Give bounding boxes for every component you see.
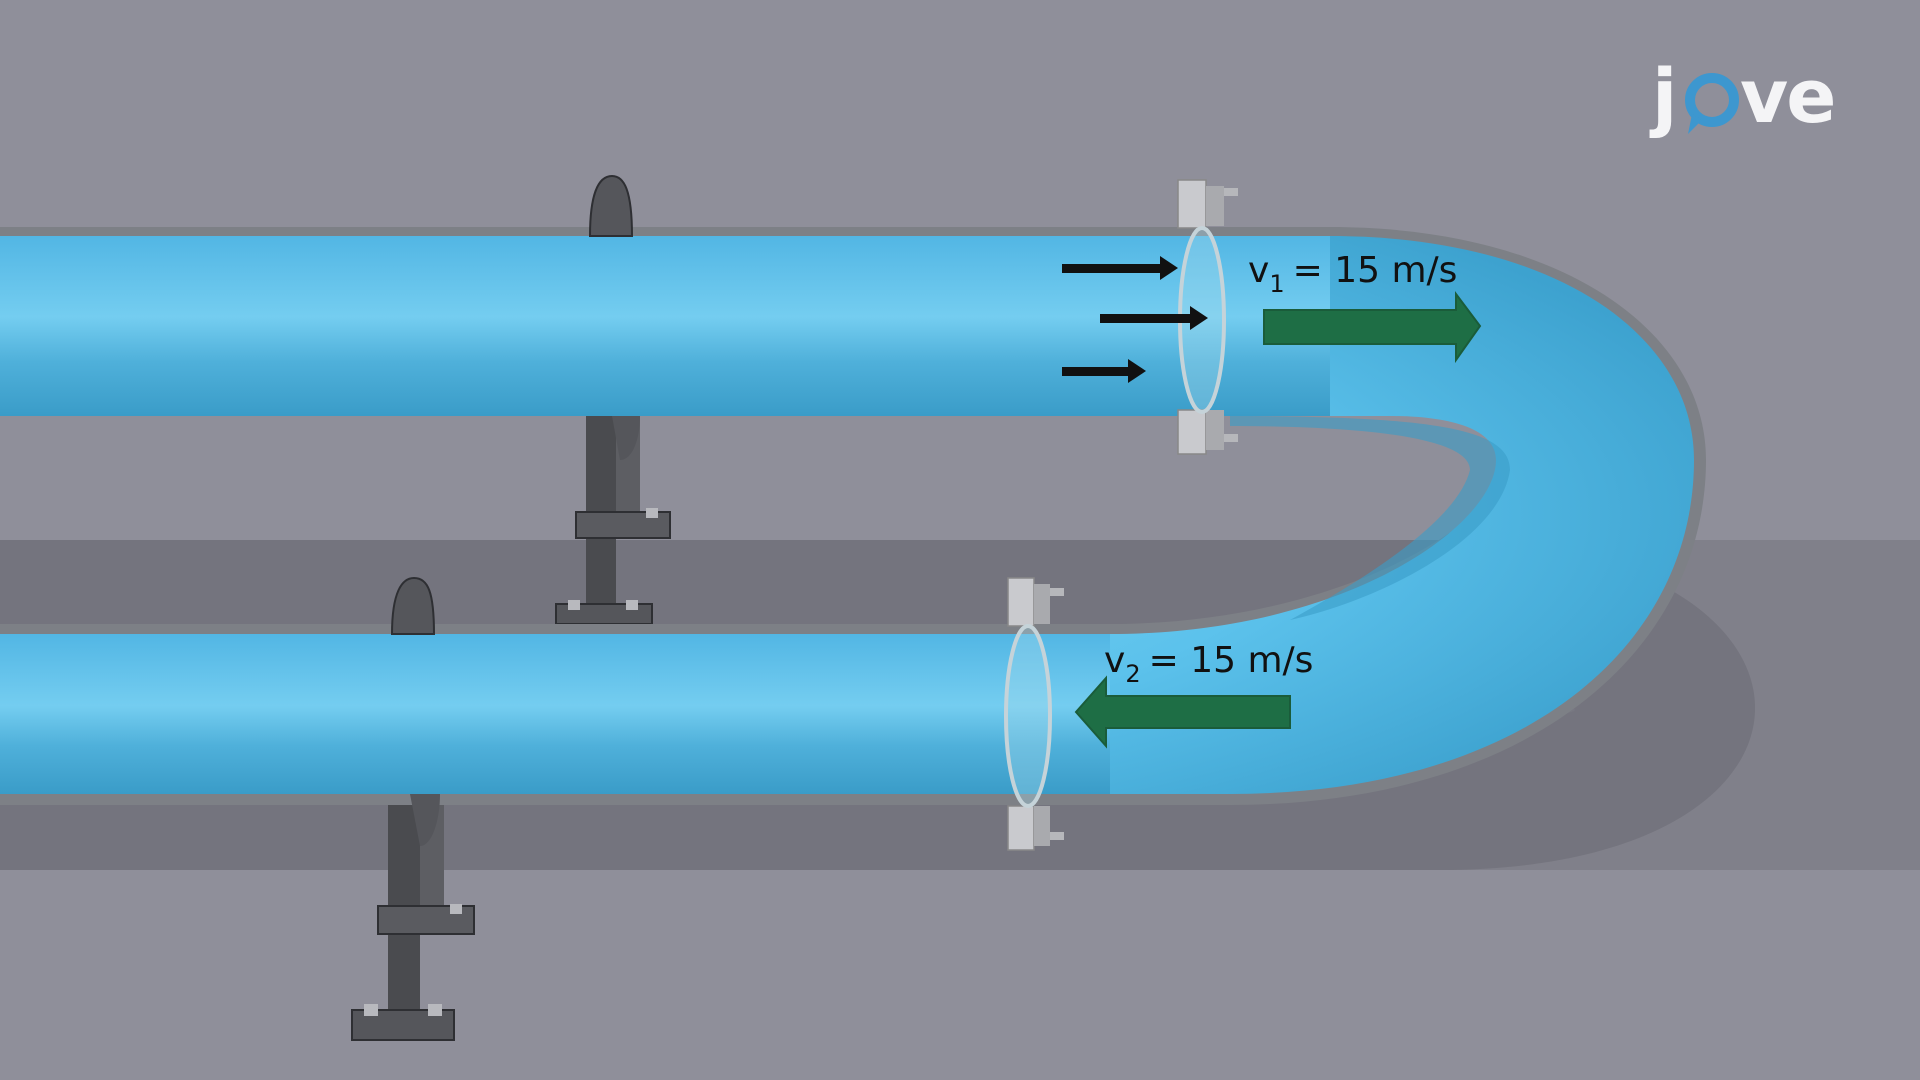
- outlet-velocity-label: v2 = 15 m/s: [1104, 640, 1313, 688]
- bend-inner-shade: [1230, 416, 1510, 620]
- profile-arrow-top: [1062, 256, 1178, 280]
- jove-logo: j ve: [1649, 54, 1836, 140]
- inlet-velocity-label: v1 = 15 m/s: [1248, 250, 1457, 298]
- profile-arrow-bottom: [1062, 359, 1146, 383]
- lower-pipe-saddle: [390, 576, 436, 635]
- upper-pipe-water: [0, 236, 1330, 416]
- flange-section-2: [1004, 577, 1064, 851]
- outlet-velocity-value: = 15 m/s: [1149, 640, 1314, 681]
- inlet-velocity-symbol: v: [1248, 250, 1269, 291]
- velocity-profile-arrows: [1062, 256, 1208, 383]
- logo-j: j: [1649, 54, 1675, 140]
- upper-pipe-saddle: [588, 174, 634, 237]
- outlet-velocity-symbol: v: [1104, 640, 1125, 681]
- lower-pipe-support: [351, 798, 475, 1041]
- outlet-velocity-subscript: 2: [1125, 660, 1140, 688]
- logo-ve: ve: [1740, 54, 1834, 140]
- inlet-velocity-subscript: 1: [1269, 270, 1284, 298]
- upper-pipe-saddle-lower: [612, 416, 640, 460]
- outlet-flow-arrow: [1074, 675, 1291, 749]
- profile-arrow-middle: [1100, 306, 1208, 330]
- inlet-velocity-value: = 15 m/s: [1293, 250, 1458, 291]
- upper-pipe-support: [555, 398, 671, 625]
- lower-pipe-water: [0, 634, 1110, 794]
- speech-bubble-icon: [1685, 73, 1739, 134]
- lower-pipe-saddle-lower: [410, 794, 440, 846]
- inlet-flow-arrow: [1263, 291, 1482, 364]
